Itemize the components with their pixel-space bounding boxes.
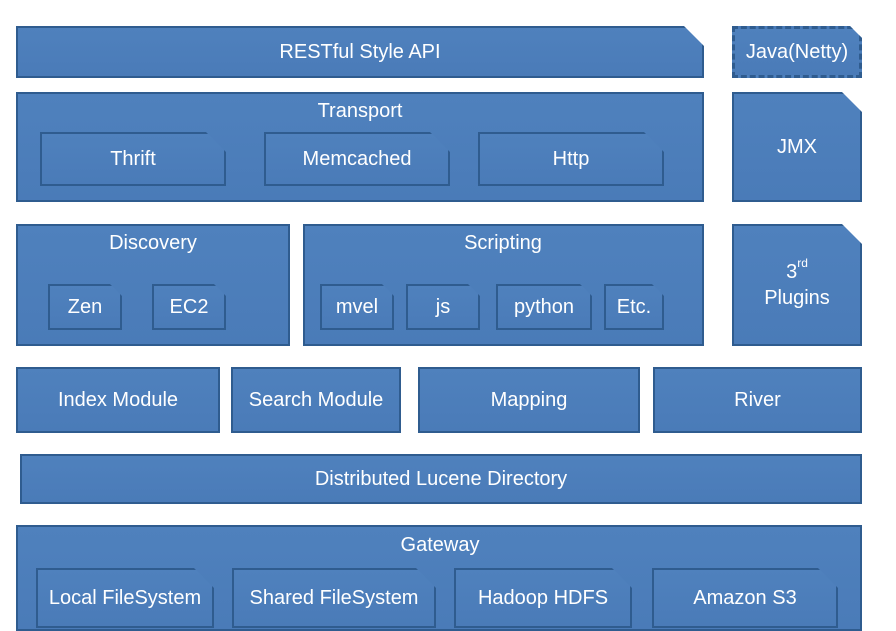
zen-block: Zen xyxy=(48,284,122,330)
hadoop-hdfs-label: Hadoop HDFS xyxy=(477,586,609,609)
restful-api-label: RESTful Style API xyxy=(279,40,441,63)
search-module-label: Search Module xyxy=(248,388,384,411)
ec2-label: EC2 xyxy=(169,295,209,318)
memcached-block: Memcached xyxy=(264,132,450,186)
distributed-lucene-label: Distributed Lucene Directory xyxy=(314,467,568,490)
river-label: River xyxy=(734,388,781,411)
thrift-label: Thrift xyxy=(110,147,156,170)
jmx-block: JMX xyxy=(732,92,862,202)
amazon-s3-block: Amazon S3 xyxy=(652,568,838,628)
search-module-block: Search Module xyxy=(231,367,401,433)
jmx-label: JMX xyxy=(777,135,817,158)
restful-api-block: RESTful Style API xyxy=(16,26,704,78)
js-block: js xyxy=(406,284,480,330)
plugins-label: Plugins xyxy=(764,287,830,309)
scripting-title: Scripting xyxy=(464,232,542,254)
gateway-title: Gateway xyxy=(400,534,480,556)
java-netty-label: Java(Netty) xyxy=(745,40,849,63)
amazon-s3-label: Amazon S3 xyxy=(693,586,797,609)
http-block: Http xyxy=(478,132,664,186)
river-block: River xyxy=(653,367,862,433)
memcached-label: Memcached xyxy=(302,147,412,170)
local-fs-block: Local FileSystem xyxy=(36,568,214,628)
etc-block: Etc. xyxy=(604,284,664,330)
mapping-block: Mapping xyxy=(418,367,640,433)
js-label: js xyxy=(435,295,451,318)
plugins-block: 3rd Plugins xyxy=(732,224,862,346)
shared-fs-label: Shared FileSystem xyxy=(249,586,419,609)
etc-label: Etc. xyxy=(616,295,652,318)
transport-title: Transport xyxy=(317,100,403,122)
shared-fs-block: Shared FileSystem xyxy=(232,568,436,628)
mapping-label: Mapping xyxy=(490,388,568,411)
python-block: python xyxy=(496,284,592,330)
local-fs-label: Local FileSystem xyxy=(48,586,202,609)
java-netty-block: Java(Netty) xyxy=(732,26,862,78)
mvel-label: mvel xyxy=(335,295,379,318)
index-module-label: Index Module xyxy=(57,388,179,411)
hadoop-hdfs-block: Hadoop HDFS xyxy=(454,568,632,628)
mvel-block: mvel xyxy=(320,284,394,330)
index-module-block: Index Module xyxy=(16,367,220,433)
discovery-title: Discovery xyxy=(109,232,197,254)
python-label: python xyxy=(513,295,575,318)
http-label: Http xyxy=(552,147,590,170)
ec2-block: EC2 xyxy=(152,284,226,330)
zen-label: Zen xyxy=(67,295,103,318)
plugins-ordinal: 3rd xyxy=(786,256,808,283)
thrift-block: Thrift xyxy=(40,132,226,186)
distributed-lucene-block: Distributed Lucene Directory xyxy=(20,454,862,504)
